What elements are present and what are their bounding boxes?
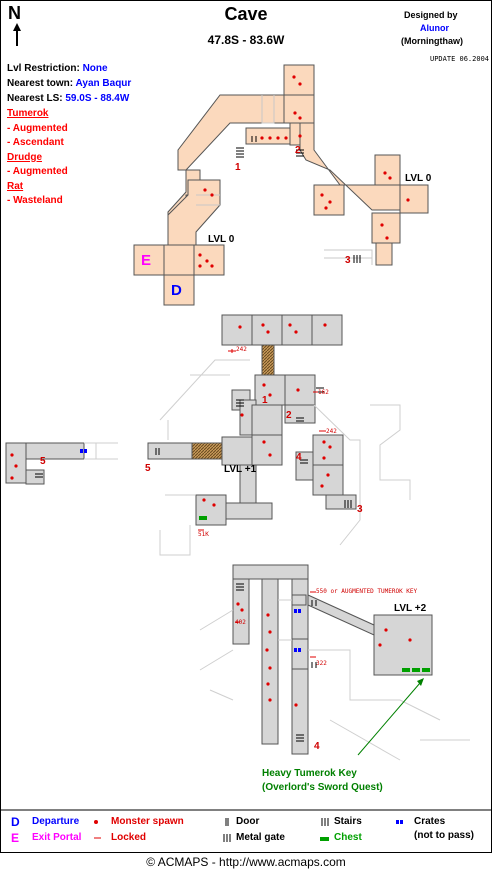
author-name: Alunor — [420, 23, 449, 33]
monster-name: Tumerok — [7, 108, 49, 119]
stair-number: 4 — [296, 452, 302, 463]
lock-label: 162 — [318, 389, 329, 396]
monster-list: Tumerok - Augmented - Ascendant Drudge -… — [7, 107, 68, 209]
stair-number: 2 — [286, 410, 292, 421]
legend-door: Door — [236, 816, 260, 827]
nearest-ls-label: Nearest LS: — [7, 93, 63, 104]
level2-label: LVL +2 — [394, 603, 427, 614]
nearest-ls-row: Nearest LS: 59.0S - 88.4W — [7, 93, 129, 104]
crate-markers — [80, 449, 301, 652]
monster-spawn-markers — [10, 75, 412, 707]
footer-credit: © ACMAPS - http://www.acmaps.com — [146, 855, 346, 869]
lock-label: 242 — [236, 346, 247, 353]
monster-variant: - Ascendant — [7, 137, 64, 148]
stair-number: 1 — [235, 162, 241, 173]
lock-label: 550 or AUGMENTED TUMEROK KEY — [316, 588, 418, 595]
chest-markers — [199, 516, 430, 672]
level2-map — [232, 564, 433, 755]
stair-number: 5 — [40, 456, 46, 467]
monster-variant: - Augmented — [7, 122, 68, 134]
stair-number: 3 — [345, 255, 351, 266]
compass-arrow — [13, 23, 21, 46]
monster-name: Rat — [7, 180, 24, 192]
update-note: UPDATE 06.2004 — [430, 55, 490, 63]
legend-monster-spawn: Monster spawn — [111, 816, 184, 827]
lock-label: 402 — [235, 619, 246, 626]
lvl-restriction-label: Lvl Restriction: — [7, 63, 80, 74]
level1-label: LVL +1 — [224, 464, 257, 475]
level0-map — [133, 64, 429, 306]
monster-name: Drudge — [7, 151, 42, 163]
stair-number: 4 — [314, 741, 320, 752]
lock-label: 322 — [316, 660, 327, 667]
lvl-restriction-row: Lvl Restriction: None — [7, 63, 108, 74]
level2-stairs — [236, 583, 317, 742]
legend-crates-note: (not to pass) — [414, 830, 474, 841]
monster-variant: - Augmented — [7, 166, 68, 177]
lock-markers — [198, 349, 326, 658]
stair-number: 5 — [145, 463, 151, 474]
stair-number: 2 — [295, 145, 301, 156]
level0-label: LVL 0 — [208, 234, 235, 245]
legend-departure: Departure — [32, 816, 80, 827]
lock-label: 51K — [198, 531, 209, 538]
nearest-ls-value: 59.0S - 88.4W — [65, 93, 130, 104]
legend-crates: Crates — [414, 816, 446, 827]
stair-number: 1 — [262, 395, 268, 406]
coordinates: 47.8S - 83.6W — [207, 33, 285, 47]
designed-by-label: Designed by — [404, 10, 458, 20]
legend-metal-gate: Metal gate — [236, 832, 285, 843]
level1-map — [5, 314, 357, 526]
nearest-town-row: Nearest town: Ayan Baqur — [7, 78, 131, 89]
quest-key-name: Heavy Tumerok Key — [262, 768, 357, 779]
quest-arrow — [357, 678, 424, 756]
legend-exit-letter: E — [11, 831, 20, 845]
level0-stairs — [236, 136, 361, 263]
legend-icons — [94, 818, 403, 842]
legend-chest: Chest — [334, 832, 362, 843]
legend-stairs: Stairs — [334, 816, 362, 827]
author-server: (Morningthaw) — [401, 36, 463, 46]
nearest-town-value: Ayan Baqur — [75, 78, 132, 89]
legend-exit: Exit Portal — [32, 832, 82, 843]
departure-marker: D — [171, 282, 182, 299]
stair-number: 3 — [357, 504, 363, 515]
legend-departure-letter: D — [11, 815, 20, 829]
compass-label: N — [8, 3, 21, 23]
level0-label: LVL 0 — [405, 173, 432, 184]
lock-label: 242 — [326, 428, 337, 435]
monster-variant: - Wasteland — [7, 195, 63, 206]
page-title: Cave — [224, 4, 268, 24]
legend-locked: Locked — [111, 832, 147, 843]
exit-portal-marker: E — [141, 252, 152, 269]
nearest-town-label: Nearest town: — [7, 78, 74, 89]
quest-name: (Overlord's Sword Quest) — [262, 782, 383, 793]
lvl-restriction-value: None — [82, 63, 108, 74]
